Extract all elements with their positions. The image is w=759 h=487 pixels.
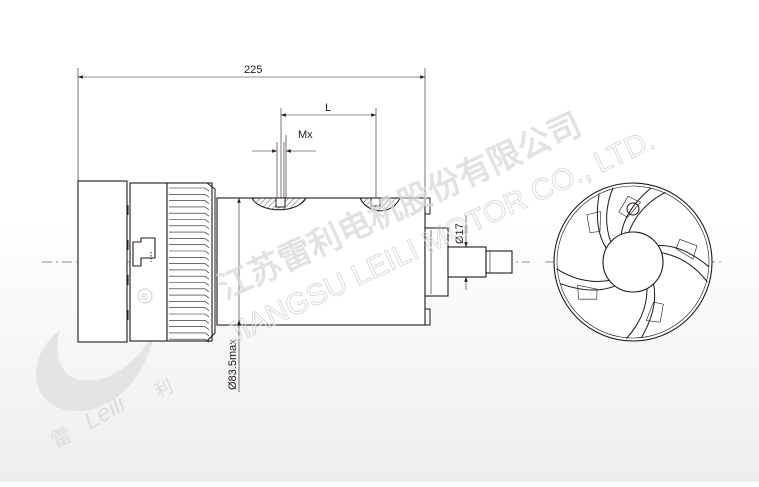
blade-detail <box>577 284 598 300</box>
fin <box>169 187 210 192</box>
fin <box>169 294 210 299</box>
tapped-hole-2 <box>359 197 401 212</box>
front-flange <box>425 197 431 326</box>
tapped-hole-1 <box>251 197 307 211</box>
fin <box>169 257 210 261</box>
fan-blade <box>620 187 666 236</box>
dimension-body-diameter: Ø83.5max <box>227 198 241 392</box>
fin <box>169 225 210 230</box>
fin <box>169 212 210 217</box>
fin <box>169 338 210 343</box>
thread-label: Mx <box>298 129 313 141</box>
watermark-logo: 雷 Leili 利 <box>36 330 176 453</box>
fin <box>169 194 210 198</box>
fin <box>169 307 210 311</box>
fin <box>169 250 210 255</box>
watermark-registered: ® <box>141 292 149 303</box>
fin <box>169 219 210 223</box>
end-view <box>553 182 713 342</box>
dimension-hole-spacing: L <box>280 102 377 198</box>
fin <box>169 332 210 337</box>
fin <box>169 244 210 248</box>
watermark-logo-cn-left: 雷 <box>48 424 75 452</box>
blade-detail <box>618 195 641 218</box>
cooling-fins <box>166 182 216 343</box>
fin <box>169 320 210 324</box>
fan-blade <box>656 245 710 283</box>
fin <box>169 282 210 286</box>
fin <box>169 206 210 211</box>
fin <box>169 275 210 280</box>
connector <box>132 237 156 267</box>
shaft-tip <box>485 250 513 274</box>
motor-body <box>216 197 426 326</box>
dimension-overall-length: 225 <box>77 64 426 198</box>
fin <box>169 326 210 330</box>
hole-spacing-label: L <box>325 102 331 114</box>
watermark-logo-cn-right: 利 <box>151 376 176 402</box>
fin <box>169 231 210 236</box>
shaft-diameter-label: Ø17 <box>454 223 466 244</box>
rear-cover <box>77 180 128 343</box>
blade-detail <box>675 239 698 260</box>
blade-detail <box>645 301 664 323</box>
blade-detail <box>586 211 601 234</box>
fin <box>169 313 210 318</box>
fin <box>169 263 210 267</box>
fin <box>169 269 210 274</box>
watermark-registered-group: ® <box>137 288 153 304</box>
fan-blade <box>556 268 617 291</box>
shaft <box>447 246 487 278</box>
fin <box>169 301 210 305</box>
dimension-shaft-diameter: Ø17 <box>454 215 468 290</box>
dimension-thread: Mx <box>252 129 316 198</box>
fin <box>169 288 210 293</box>
body-diameter-label: Ø83.5max <box>227 339 239 390</box>
fan-blade <box>596 187 614 250</box>
fin <box>169 238 210 242</box>
fin <box>169 200 210 204</box>
overall-length-label: 225 <box>244 64 262 76</box>
fan-blade <box>625 282 656 340</box>
